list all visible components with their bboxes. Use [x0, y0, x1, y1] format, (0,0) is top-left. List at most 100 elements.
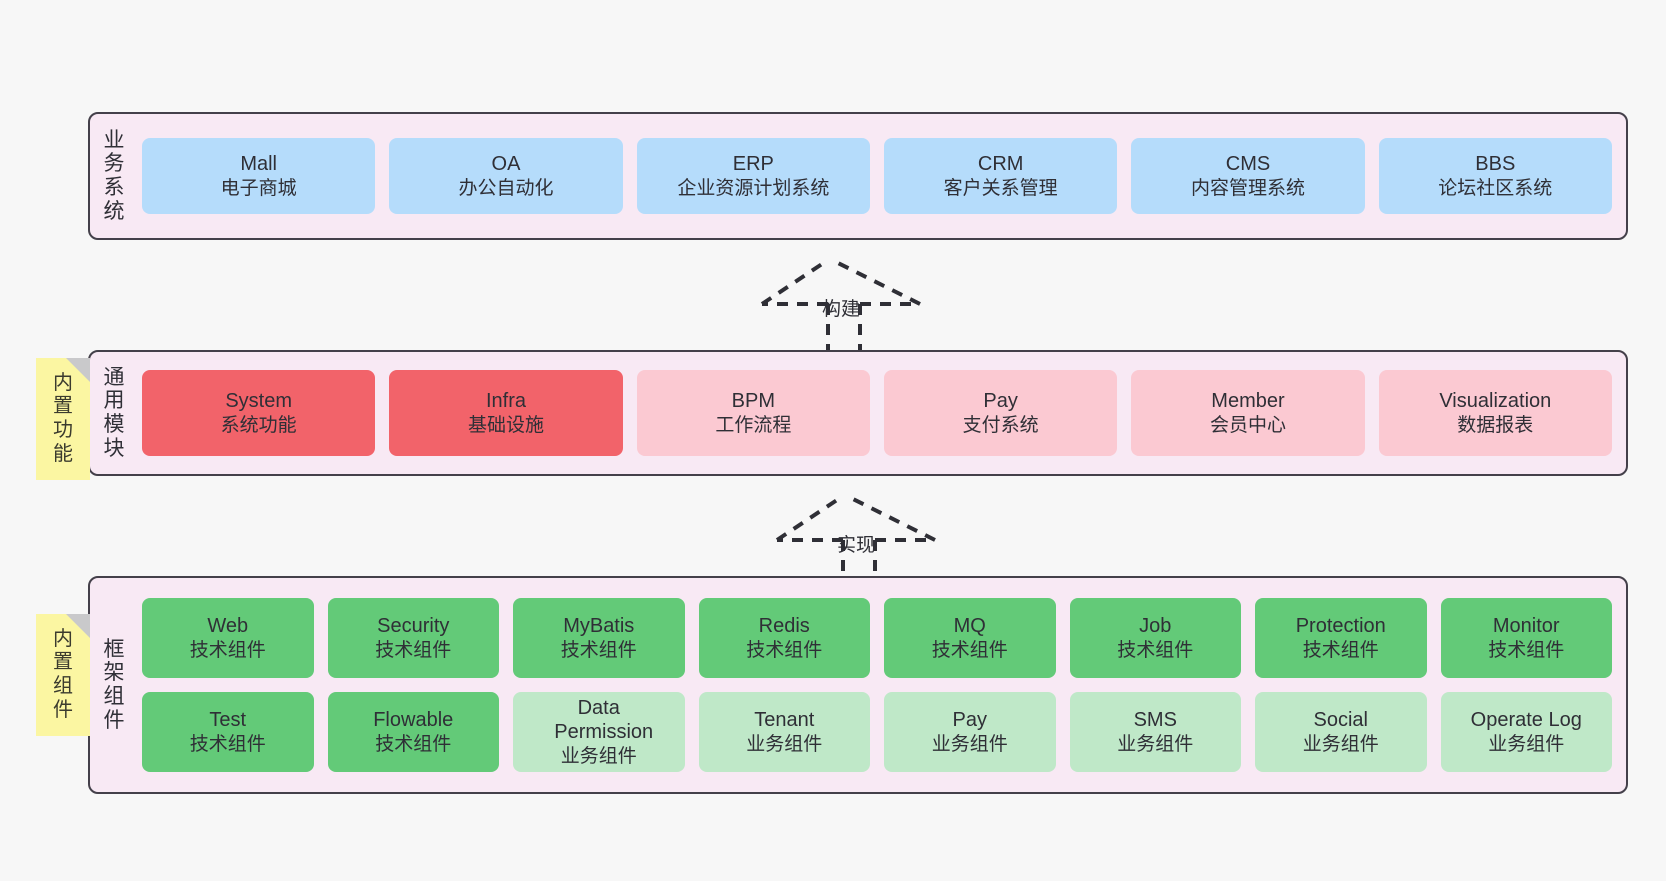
- title-char: 业: [103, 128, 125, 152]
- tag-char: 组: [53, 675, 73, 697]
- connector-arrow-right-edge: [846, 494, 936, 542]
- card-subtitle: 技术组件: [1488, 639, 1565, 661]
- card-flowable[interactable]: Flowable 技术组件: [327, 692, 499, 772]
- card-bbs[interactable]: BBS 论坛社区系统: [1378, 138, 1612, 214]
- card-title: System: [225, 390, 292, 413]
- tag-char: 置: [53, 395, 73, 418]
- card-visualization[interactable]: Visualization 数据报表: [1378, 370, 1612, 456]
- card-title: Social: [1313, 709, 1368, 732]
- card-title: Pay: [952, 709, 987, 732]
- tag-char: 能: [53, 442, 73, 465]
- card-subtitle: 技术组件: [189, 733, 266, 755]
- card-erp[interactable]: ERP 企业资源计划系统: [636, 138, 870, 214]
- card-subtitle: 技术组件: [746, 639, 823, 661]
- card-title: Tenant: [754, 709, 815, 732]
- builtin-component-tag: 内 置 组 件: [36, 614, 90, 736]
- connector-arrow-left-edge: [775, 494, 845, 542]
- layer-common-module-title: 通 用 模 块: [90, 352, 134, 474]
- card-job[interactable]: Job 技术组件: [1069, 598, 1241, 678]
- card-title: OA: [491, 153, 521, 176]
- card-title: Test: [209, 709, 247, 732]
- card-title: Pay: [983, 390, 1018, 413]
- card-subtitle: 技术组件: [375, 733, 452, 755]
- card-oa[interactable]: OA 办公自动化: [389, 138, 623, 214]
- card-test[interactable]: Test 技术组件: [142, 692, 314, 772]
- title-char: 用: [103, 389, 125, 413]
- connector-arrow-left-edge: [760, 258, 830, 306]
- card-title: CRM: [977, 153, 1024, 176]
- card-web[interactable]: Web 技术组件: [142, 598, 314, 678]
- framework-business-row: Test 技术组件 Flowable 技术组件 Data Permission …: [142, 692, 1612, 772]
- card-security[interactable]: Security 技术组件: [327, 598, 499, 678]
- tag-char: 置: [53, 651, 73, 674]
- card-subtitle: 电子商城: [220, 177, 297, 199]
- card-subtitle: 业务组件: [1117, 733, 1194, 755]
- card-member[interactable]: Member 会员中心: [1131, 370, 1365, 456]
- card-infra[interactable]: Infra 基础设施: [389, 370, 623, 456]
- layer-business-system-title: 业 务 系 统: [90, 114, 134, 238]
- card-subtitle: 论坛社区系统: [1438, 177, 1553, 199]
- card-title: Data Permission: [554, 697, 654, 744]
- layer-common-module: 通 用 模 块 System 系统功能 Infra 基础设施 BPM 工作流程 …: [88, 350, 1628, 476]
- layer-framework-component: 框 架 组 件 Web 技术组件 Security 技术组件 MyBatis 技…: [88, 576, 1628, 794]
- connector-implement: 实现: [765, 494, 936, 586]
- card-subtitle: 技术组件: [1302, 639, 1379, 661]
- title-char: 框: [103, 637, 125, 661]
- card-bpm[interactable]: BPM 工作流程: [636, 370, 870, 456]
- title-char: 件: [103, 708, 125, 732]
- card-subtitle: 工作流程: [715, 414, 792, 436]
- card-title: CMS: [1225, 153, 1271, 176]
- card-title: SMS: [1133, 709, 1177, 732]
- card-subtitle: 业务组件: [560, 745, 637, 767]
- card-subtitle: 办公自动化: [458, 177, 554, 199]
- fold-corner-icon: [66, 614, 90, 638]
- card-title: Protection: [1295, 615, 1386, 638]
- card-subtitle: 业务组件: [1488, 733, 1565, 755]
- card-title: Visualization: [1439, 390, 1552, 413]
- card-pay-component[interactable]: Pay 业务组件: [884, 692, 1056, 772]
- layer-common-module-cards: System 系统功能 Infra 基础设施 BPM 工作流程 Pay 支付系统…: [134, 352, 1626, 474]
- card-subtitle: 数据报表: [1457, 414, 1534, 436]
- card-subtitle: 技术组件: [189, 639, 266, 661]
- title-char: 务: [103, 152, 125, 176]
- card-title: Web: [207, 615, 249, 638]
- card-monitor[interactable]: Monitor 技术组件: [1440, 598, 1612, 678]
- card-crm[interactable]: CRM 客户关系管理: [883, 138, 1118, 214]
- card-social[interactable]: Social 业务组件: [1255, 692, 1427, 772]
- card-title: MQ: [953, 615, 986, 638]
- card-title: Member: [1211, 390, 1285, 413]
- card-mall[interactable]: Mall 电子商城: [142, 138, 376, 214]
- title-char: 组: [103, 685, 125, 708]
- connector-build: 构建: [750, 258, 921, 350]
- connector-implement-label: 实现: [837, 535, 876, 556]
- connector-arrow-right-edge: [831, 258, 921, 306]
- card-data-permission[interactable]: Data Permission 业务组件: [513, 692, 685, 772]
- card-title: Job: [1139, 615, 1172, 638]
- builtin-feature-tag: 内 置 功 能: [36, 358, 90, 480]
- card-subtitle: 会员中心: [1209, 414, 1286, 436]
- card-tenant[interactable]: Tenant 业务组件: [698, 692, 870, 772]
- card-sms[interactable]: SMS 业务组件: [1069, 692, 1241, 772]
- card-system[interactable]: System 系统功能: [142, 370, 376, 456]
- card-mybatis[interactable]: MyBatis 技术组件: [513, 598, 685, 678]
- framework-tech-row: Web 技术组件 Security 技术组件 MyBatis 技术组件 Redi…: [142, 598, 1612, 678]
- card-subtitle: 业务组件: [1302, 733, 1379, 755]
- card-cms[interactable]: CMS 内容管理系统: [1131, 138, 1365, 214]
- card-protection[interactable]: Protection 技术组件: [1255, 598, 1427, 678]
- title-char: 通: [103, 365, 125, 389]
- fold-corner-icon: [66, 358, 90, 382]
- card-operate-log[interactable]: Operate Log 业务组件: [1440, 692, 1612, 772]
- title-char: 块: [103, 436, 125, 460]
- title-char: 模: [103, 413, 125, 436]
- card-title: Infra: [485, 390, 526, 413]
- card-subtitle: 客户关系管理: [943, 177, 1058, 199]
- card-title: BBS: [1475, 153, 1516, 176]
- card-subtitle: 技术组件: [931, 639, 1008, 661]
- card-redis[interactable]: Redis 技术组件: [698, 598, 870, 678]
- card-mq[interactable]: MQ 技术组件: [884, 598, 1056, 678]
- card-subtitle: 业务组件: [931, 733, 1008, 755]
- card-pay-module[interactable]: Pay 支付系统: [883, 370, 1118, 456]
- card-subtitle: 内容管理系统: [1190, 177, 1305, 199]
- card-title: Security: [377, 615, 450, 638]
